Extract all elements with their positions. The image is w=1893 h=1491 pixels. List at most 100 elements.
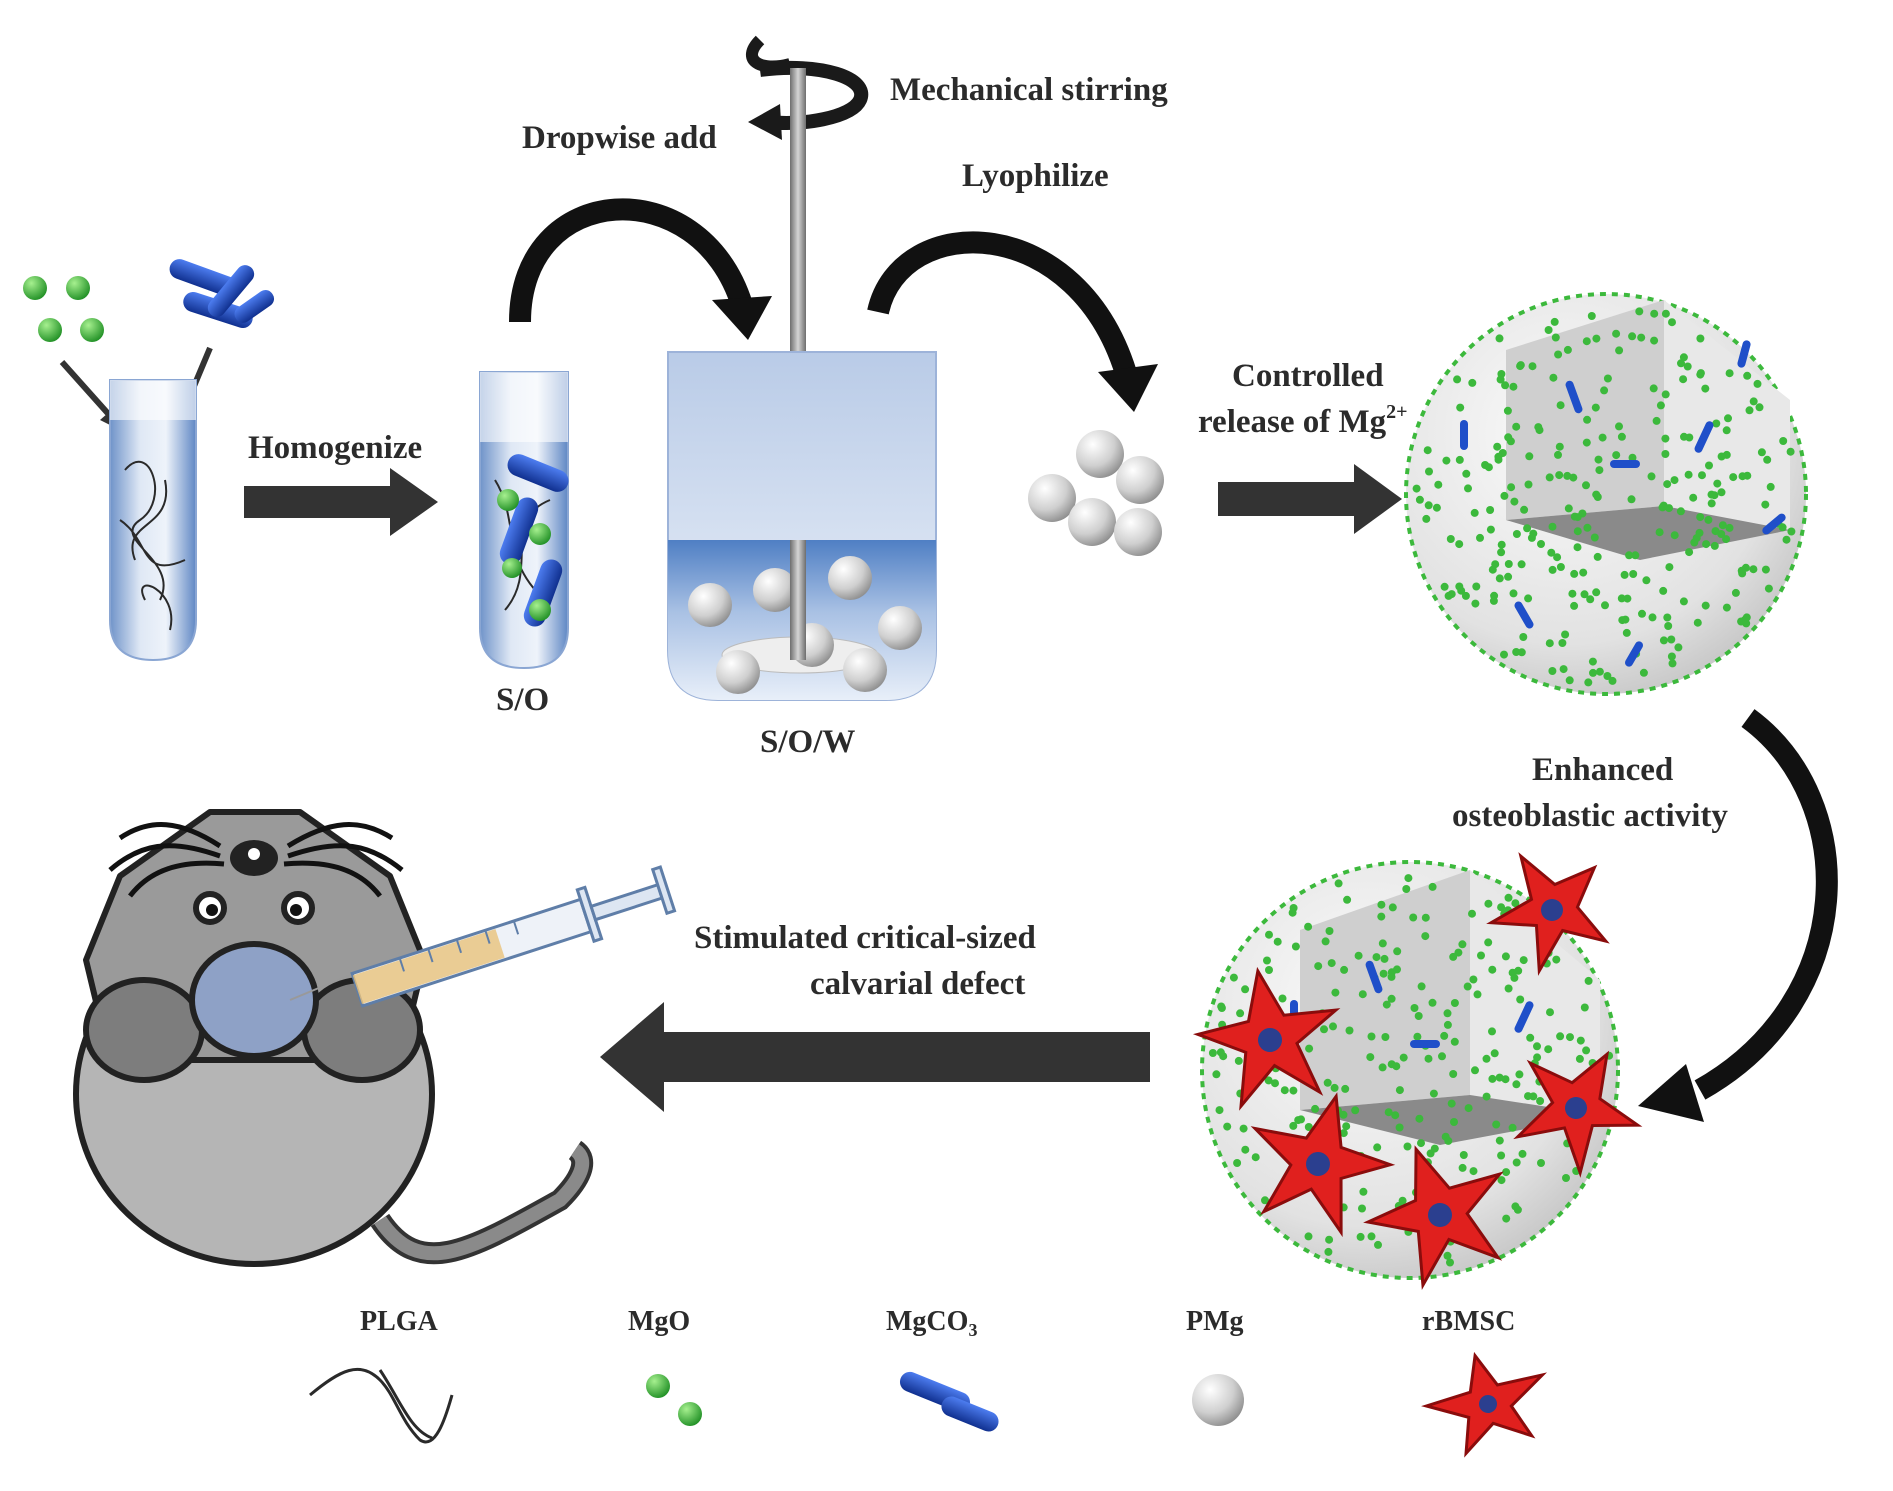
mgo-dot xyxy=(1580,590,1589,599)
mgo-dot xyxy=(1498,449,1507,457)
mgo-dot xyxy=(1264,1076,1273,1085)
mgo-dot xyxy=(1670,531,1679,540)
mgo-dot xyxy=(1421,932,1430,941)
mgo-dot xyxy=(1446,535,1455,543)
mgo-dot xyxy=(1453,375,1462,384)
mgo-dot xyxy=(1717,530,1726,538)
mgo-dot xyxy=(1482,1054,1491,1063)
mgo-dot xyxy=(1757,448,1766,457)
mgo-dot xyxy=(1512,1080,1521,1089)
mgo-dot xyxy=(1509,382,1518,391)
mgo-dot xyxy=(1450,1118,1458,1126)
mgo-dot xyxy=(1425,467,1433,476)
mgo-dot xyxy=(1449,1070,1458,1078)
mgo-dot xyxy=(1374,1240,1382,1249)
mgo-dot xyxy=(1510,973,1519,982)
mgo-dot xyxy=(1342,1122,1351,1131)
pmg-microspheres xyxy=(1028,430,1164,556)
mgo-dot xyxy=(1690,538,1699,547)
so-label: S/O xyxy=(496,682,549,718)
mgo-dot xyxy=(1556,401,1565,410)
mgo-dot xyxy=(1519,956,1528,965)
mgo-dot xyxy=(1261,1196,1269,1205)
mgo-dot xyxy=(1737,566,1746,575)
mgo-dot xyxy=(1358,1204,1366,1213)
mgo-dot xyxy=(1339,1129,1348,1138)
mgo-dot xyxy=(1442,456,1451,465)
mgo-dot xyxy=(1559,665,1568,674)
mgo-particle-icon xyxy=(646,1374,702,1426)
mgo-dot xyxy=(1320,1025,1328,1034)
legend-label-mgco3-sub: 3 xyxy=(968,1320,977,1340)
mgo-dot xyxy=(1428,882,1437,891)
mgo-dot xyxy=(1223,1122,1232,1131)
mgo-dot xyxy=(1409,913,1418,922)
plga-solution-tube xyxy=(109,379,197,662)
mgo-dot xyxy=(1661,390,1670,399)
mgo-dot xyxy=(1592,334,1601,343)
mgo-dot xyxy=(1617,432,1626,441)
mgo-dot xyxy=(1455,455,1464,464)
mgo-dot xyxy=(1674,643,1683,652)
mgo-dot xyxy=(1562,1174,1570,1182)
mgo-dot xyxy=(1659,501,1668,510)
mgo-dot xyxy=(1755,403,1764,412)
mgo-dot xyxy=(1500,491,1509,500)
mgo-dot xyxy=(1503,406,1512,415)
mgo-dot xyxy=(1595,667,1604,676)
mgo-dot xyxy=(1469,1167,1478,1176)
mgo-dot xyxy=(1304,1123,1313,1131)
mgo-dot xyxy=(1717,488,1726,497)
mgo-dot xyxy=(1432,503,1441,512)
mgo-dot xyxy=(1546,1008,1554,1017)
mgo-dot xyxy=(1586,595,1595,604)
dropwise-arrow: Dropwise add xyxy=(509,120,772,340)
mgo-dot xyxy=(1438,1052,1446,1061)
mgo-dot xyxy=(1501,381,1510,390)
mgo-dot xyxy=(1679,375,1688,384)
mgo-dot xyxy=(1570,569,1579,578)
mgo-dot xyxy=(1321,937,1330,946)
mgo-dot xyxy=(1472,582,1481,591)
mgo-dot xyxy=(1471,599,1480,608)
mgo-dot xyxy=(1603,672,1612,680)
mgo-dot xyxy=(1470,508,1479,517)
mgo-dot xyxy=(1311,1104,1320,1113)
mgo-dot xyxy=(1327,959,1336,968)
legend-label-mgco3: MgCO3 xyxy=(886,1306,977,1340)
mgo-dot xyxy=(1518,1149,1527,1158)
mgo-dot xyxy=(1740,615,1749,624)
mgo-dot xyxy=(1414,1012,1423,1020)
mgo-dot xyxy=(1271,1079,1279,1088)
controlled-label-line1: Controlled xyxy=(1232,358,1384,394)
mgo-dot xyxy=(1468,378,1477,387)
mgo-dot xyxy=(1573,513,1582,522)
rat-model xyxy=(73,809,677,1267)
mgo-dot xyxy=(1520,505,1529,514)
mgo-dot xyxy=(1502,1214,1511,1223)
mgo-dot xyxy=(1512,422,1521,431)
mgo-dot xyxy=(1707,499,1716,508)
mgo-dot xyxy=(1556,563,1565,571)
mgo-dot xyxy=(1635,307,1644,316)
homogenize-label: Homogenize xyxy=(248,430,422,466)
mgo-dot xyxy=(1612,451,1621,460)
mgo-dot xyxy=(1576,1036,1585,1045)
mgo-dot xyxy=(1395,1123,1404,1132)
mgo-dot xyxy=(1497,1176,1506,1185)
controlled-release-step: Controlled release of Mg2+ xyxy=(1198,358,1408,534)
mgo-dot xyxy=(1547,548,1556,557)
mgo-dot xyxy=(1693,618,1702,627)
mgo-dot xyxy=(1305,1044,1314,1053)
mgo-dot xyxy=(1512,1158,1521,1167)
mgo-dot xyxy=(1738,472,1747,481)
mgo-dot xyxy=(1464,484,1472,493)
mgo-dot xyxy=(1702,540,1711,549)
mgo-dot xyxy=(1696,513,1705,522)
mgo-dot xyxy=(1743,371,1752,380)
enhanced-activity-step: Enhanced osteoblastic activity xyxy=(1452,709,1838,1122)
mgo-dot xyxy=(1314,962,1323,971)
mgo-dot xyxy=(1263,956,1271,965)
mgo-dot xyxy=(1412,484,1421,493)
mgo-dot xyxy=(1484,899,1493,908)
